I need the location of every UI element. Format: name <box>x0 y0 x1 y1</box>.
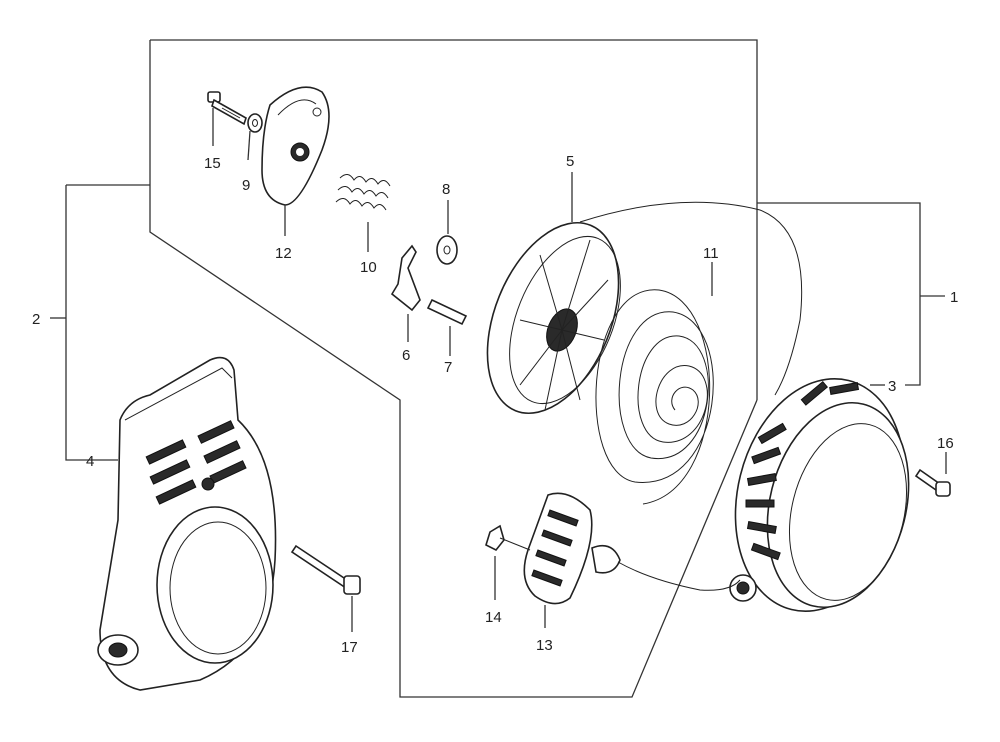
label-3: 3 <box>888 378 896 395</box>
part-12-friction-plate <box>261 86 330 236</box>
part-3-starter-case <box>729 377 910 613</box>
part-17-bolt <box>290 544 361 632</box>
label-9: 9 <box>242 177 250 194</box>
part-14-clip <box>485 524 531 600</box>
part-10-spring <box>335 174 391 252</box>
label-16: 16 <box>937 435 954 452</box>
label-7: 7 <box>444 359 452 376</box>
label-14: 14 <box>485 609 502 626</box>
label-10: 10 <box>360 259 377 276</box>
label-15: 15 <box>204 155 221 172</box>
label-5: 5 <box>566 153 574 170</box>
label-17: 17 <box>341 639 358 656</box>
label-1: 1 <box>950 289 958 306</box>
part-6-ratchet <box>390 244 421 342</box>
part-7-pin <box>426 298 468 356</box>
group-outline-2 <box>50 39 758 698</box>
part-15-bolt <box>207 91 247 146</box>
part-16-bolt <box>914 452 951 497</box>
part-9-washer <box>247 113 263 161</box>
part-11-spiral-spring <box>595 262 714 505</box>
part-5-reel <box>486 172 803 415</box>
label-11: 11 <box>703 245 719 262</box>
part-8-washer <box>436 200 458 265</box>
label-8: 8 <box>442 181 450 198</box>
label-12: 12 <box>275 245 292 262</box>
label-6: 6 <box>402 347 410 364</box>
label-4: 4 <box>86 453 94 470</box>
label-13: 13 <box>536 637 553 654</box>
group-outline-1 <box>757 202 945 386</box>
label-2: 2 <box>32 311 40 328</box>
part-13-grip <box>523 492 741 628</box>
part-4-fan-cover <box>97 356 277 691</box>
